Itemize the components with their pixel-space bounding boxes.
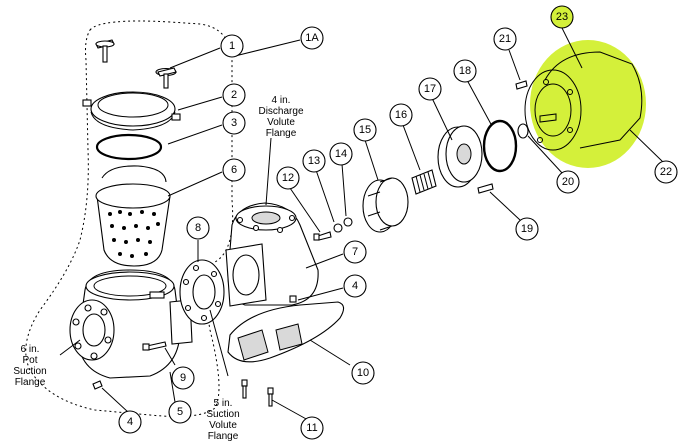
diffuser — [362, 177, 409, 233]
svg-text:4: 4 — [127, 416, 133, 428]
callout-7: 7 — [343, 240, 367, 264]
svg-text:16: 16 — [395, 109, 407, 121]
lid-o-ring — [95, 133, 163, 161]
pot-suction-flange-label: 6 in. Pot Suction Flange — [13, 344, 47, 388]
group-1a-boundary — [25, 20, 234, 417]
callout-22: 22 — [654, 160, 678, 184]
svg-text:13: 13 — [308, 155, 320, 167]
lid-knob-right — [155, 67, 177, 89]
svg-text:12: 12 — [282, 172, 294, 184]
discharge-flange-label: 4 in. Discharge Volute Flange — [258, 95, 304, 139]
callout-1a: 1A — [300, 26, 324, 50]
bolt-9 — [142, 341, 167, 351]
svg-text:11: 11 — [306, 422, 317, 434]
callout-16: 16 — [389, 103, 413, 127]
callout-11: 11 — [300, 416, 324, 440]
callout-23: 23 — [550, 5, 574, 29]
svg-text:9: 9 — [180, 372, 186, 384]
bolt-21 — [515, 80, 528, 90]
svg-text:10: 10 — [357, 367, 369, 379]
callout-1: 1 — [220, 34, 244, 58]
svg-text:21: 21 — [499, 33, 511, 45]
svg-text:8: 8 — [195, 222, 201, 234]
callout-8: 8 — [186, 216, 210, 240]
strainer-lid — [82, 91, 181, 131]
volute-body — [225, 202, 319, 307]
bolt-4-upper — [289, 295, 297, 303]
strainer-basket — [95, 165, 171, 267]
callout-3: 3 — [222, 111, 246, 135]
callout-4-upper: 4 — [343, 274, 367, 298]
bolt-4-lower — [92, 380, 103, 390]
strainer-pot — [69, 269, 193, 379]
bolt-19 — [477, 183, 494, 194]
callout-12: 12 — [276, 166, 300, 190]
svg-text:5: 5 — [177, 406, 183, 418]
callout-18: 18 — [453, 59, 477, 83]
washer-14 — [343, 217, 353, 227]
callout-9: 9 — [171, 366, 195, 390]
washer-13 — [333, 223, 343, 233]
callout-2: 2 — [222, 83, 246, 107]
callout-14: 14 — [329, 142, 353, 166]
seal-plate-o-ring — [482, 119, 518, 173]
bolt-12 — [313, 231, 332, 241]
svg-text:4: 4 — [352, 280, 358, 292]
motor-highlight — [530, 40, 646, 168]
callout-10: 10 — [351, 361, 375, 385]
svg-text:19: 19 — [521, 223, 533, 235]
svg-text:6: 6 — [231, 164, 237, 176]
bolt-11 — [241, 379, 274, 407]
callout-5: 5 — [168, 400, 192, 424]
shaft-seal — [411, 169, 437, 195]
svg-text:1: 1 — [229, 40, 235, 52]
svg-text:7: 7 — [352, 246, 358, 258]
seal-plate — [437, 125, 483, 188]
callout-4-lower: 4 — [118, 410, 142, 434]
leader-lines — [59, 27, 664, 421]
svg-text:1A: 1A — [305, 32, 319, 44]
callout-15: 15 — [353, 118, 377, 142]
water-slinger — [517, 123, 529, 139]
svg-text:14: 14 — [335, 148, 347, 160]
svg-text:15: 15 — [359, 124, 371, 136]
svg-text:2: 2 — [231, 89, 237, 101]
callout-19: 19 — [515, 217, 539, 241]
svg-text:20: 20 — [562, 176, 574, 188]
motor-base — [227, 301, 345, 363]
callout-21: 21 — [493, 27, 517, 51]
callout-6: 6 — [222, 158, 246, 182]
volute-suction-flange-label: 5 in. Suction Volute Flange — [206, 398, 240, 442]
svg-text:23: 23 — [556, 11, 568, 23]
svg-text:18: 18 — [459, 65, 471, 77]
volute-gasket — [179, 259, 225, 325]
callout-17: 17 — [418, 77, 442, 101]
motor — [524, 51, 643, 151]
svg-text:17: 17 — [424, 83, 436, 95]
lid-knob-left — [95, 39, 115, 63]
svg-text:3: 3 — [231, 117, 237, 129]
callout-13: 13 — [302, 149, 326, 173]
svg-text:22: 22 — [660, 166, 672, 178]
callout-20: 20 — [556, 170, 580, 194]
